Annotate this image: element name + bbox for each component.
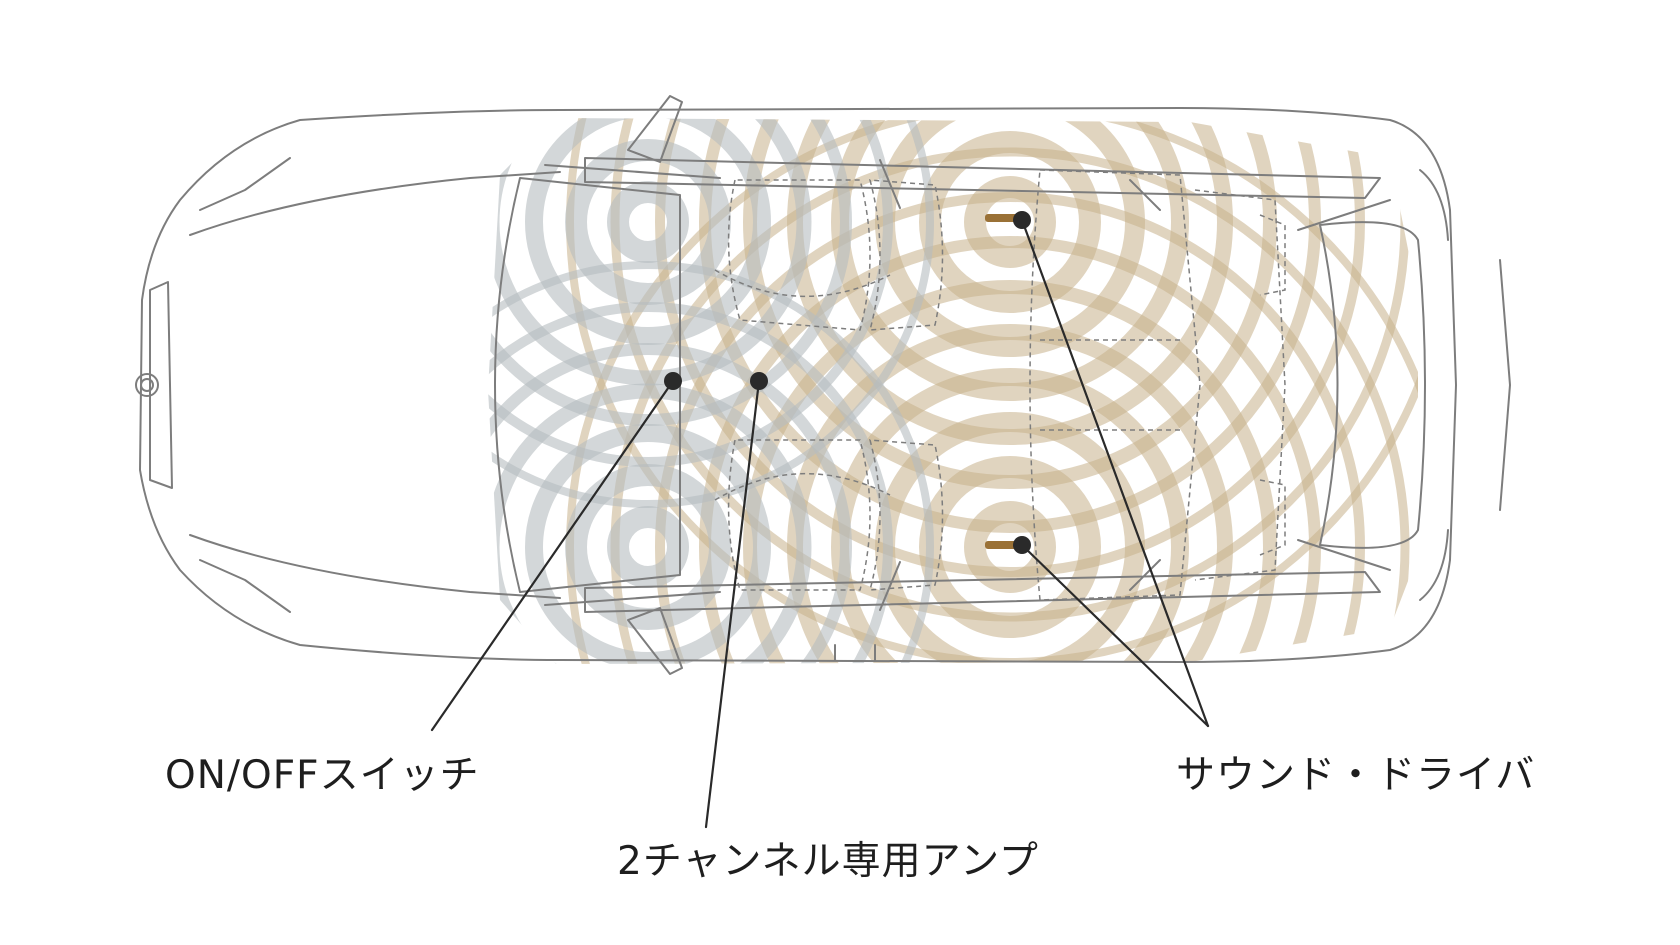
amp-label: 2チャンネル専用アンプ [617,839,1039,884]
leader-lines [430,218,1210,829]
sound-driver-label: サウンド・ドライバ [1176,753,1536,798]
sound-waves [488,118,1418,664]
switch-point [664,372,682,390]
switch-leader-line [430,379,675,732]
left-mirror-icon [627,95,683,163]
rear-bench [1029,169,1201,601]
driver-leader-line-top [1020,218,1210,728]
amp-point [750,372,768,390]
amp-leader-line [704,379,761,829]
front-right-seat [727,439,871,591]
switch-label: ON/OFFスイッチ [165,753,480,798]
car-outline [135,95,1511,675]
emblem-icon [135,373,159,397]
front-left-seat [727,179,871,331]
rear-wave-field [566,118,1418,664]
seats [714,169,1286,601]
callout-points [664,211,1031,554]
front-wave-field [488,118,934,664]
driver-point-bottom [1013,536,1031,554]
right-mirror-icon [627,607,683,675]
driver-leader-line-bottom [1020,543,1210,728]
driver-point-top [1013,211,1031,229]
